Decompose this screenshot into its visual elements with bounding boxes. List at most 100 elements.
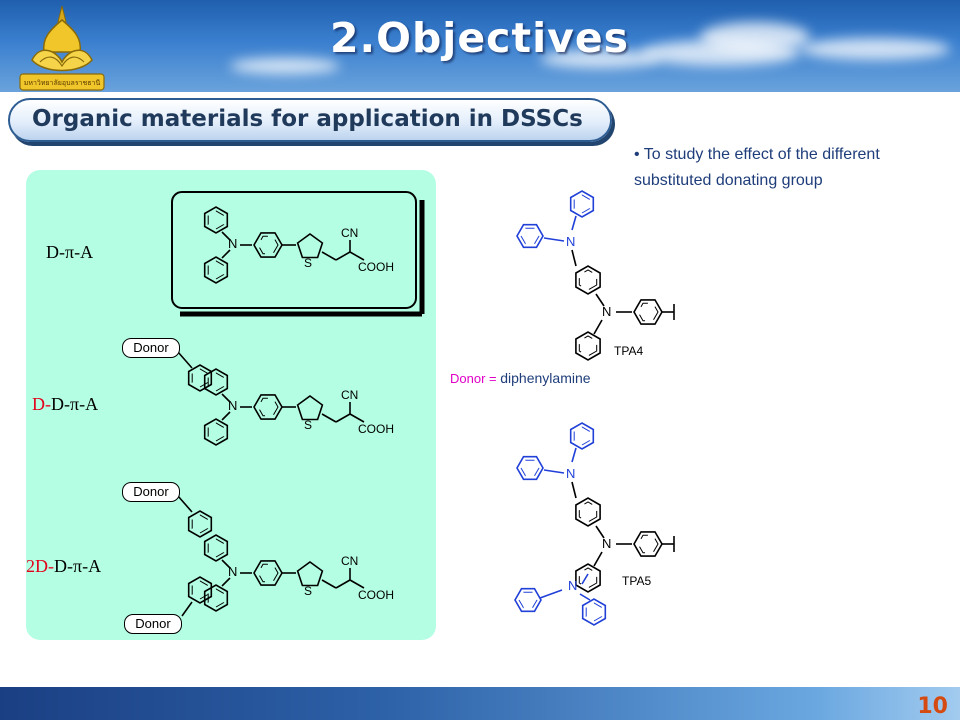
structures-panel bbox=[26, 170, 436, 640]
bond bbox=[321, 579, 337, 589]
label-part: π bbox=[65, 242, 75, 262]
tpa4-ring-a bbox=[569, 190, 595, 218]
donor-tag: Donor bbox=[122, 338, 180, 358]
bond bbox=[335, 251, 351, 261]
tpa5-ring-f-inner bbox=[518, 591, 538, 609]
donor-tag: Donor bbox=[124, 614, 182, 634]
atom-label: COOH bbox=[358, 260, 394, 274]
atom-label: N bbox=[228, 398, 238, 413]
tpa5-ring-a bbox=[569, 422, 595, 450]
bond bbox=[593, 319, 603, 335]
donor-bond bbox=[177, 495, 193, 513]
university-logo: มหาวิทยาลัยอุบลราชธานี bbox=[19, 5, 105, 91]
tpa5-ring-f bbox=[514, 587, 542, 613]
bond bbox=[349, 251, 365, 261]
slide-subtitle: Organic materials for application in DSS… bbox=[32, 106, 583, 132]
donor-value: diphenylamine bbox=[500, 370, 591, 386]
ddpia-phenyl-bottom bbox=[203, 418, 229, 446]
tpa5-ring-b bbox=[516, 455, 544, 481]
dpia-phenyl-bottom-inner bbox=[207, 260, 225, 280]
dpia-phenyl-top bbox=[203, 206, 229, 234]
bond bbox=[581, 573, 589, 585]
label-part: 2D- bbox=[26, 556, 54, 576]
bond bbox=[595, 293, 605, 307]
donor-label: Donor = bbox=[450, 371, 497, 386]
twoddpia-phenyl-top bbox=[203, 534, 229, 562]
twoddpia-phenyl-mid-inner bbox=[257, 563, 279, 583]
twoddpia-phenyl-mid bbox=[253, 560, 283, 586]
atom-label: N bbox=[566, 466, 576, 481]
atom-label: N bbox=[566, 234, 576, 249]
bond bbox=[571, 481, 577, 499]
twod-donor-ring-top-inner bbox=[191, 514, 209, 534]
dpia-phenyl-top-inner bbox=[207, 210, 225, 230]
donor-definition: Donor = diphenylamine bbox=[450, 370, 591, 386]
donor-bond bbox=[177, 351, 193, 369]
label-part: π bbox=[73, 556, 83, 576]
dpia-frame bbox=[171, 191, 417, 309]
objective-bullet: • To study the effect of the different s… bbox=[634, 142, 934, 194]
bond bbox=[221, 249, 231, 259]
label-part: -A bbox=[82, 556, 102, 576]
twoddpia-phenyl-bottom bbox=[203, 584, 229, 612]
tpa5-ring-g-inner bbox=[585, 602, 603, 622]
subtitle-banner: Organic materials for application in DSS… bbox=[8, 98, 612, 142]
atom-label: CN bbox=[341, 226, 359, 240]
atom-label: CN bbox=[341, 554, 359, 568]
atom-label: N bbox=[228, 236, 238, 251]
bond bbox=[593, 551, 603, 567]
label-d-pi-a: D-π-A bbox=[46, 242, 93, 263]
tpa4-ring-a-inner bbox=[573, 194, 591, 214]
dpia-phenyl-mid-inner bbox=[257, 235, 279, 255]
label-part: π bbox=[70, 394, 80, 414]
tpa5-ring-a-inner bbox=[573, 426, 591, 446]
bond bbox=[221, 231, 231, 241]
tpa5-ring-e-inner bbox=[578, 567, 598, 589]
donor-tag: Donor bbox=[122, 482, 180, 502]
ddpia-donor-ring bbox=[187, 364, 213, 392]
ddpia-phenyl-mid-inner bbox=[257, 397, 279, 417]
ddpia-phenyl-mid bbox=[253, 394, 283, 420]
atom-label: S bbox=[304, 256, 313, 270]
tpa5-ring-c bbox=[575, 497, 601, 527]
slide-title: 2.Objectives bbox=[330, 14, 630, 62]
bond bbox=[571, 447, 577, 463]
atom-label: N bbox=[602, 304, 612, 319]
tpa4-ring-e-inner bbox=[578, 335, 598, 357]
dpia-thiophene bbox=[296, 233, 324, 259]
bond bbox=[321, 251, 337, 261]
dpia-phenyl-bottom bbox=[203, 256, 229, 284]
bond bbox=[349, 579, 365, 589]
tpa4-ring-c bbox=[575, 265, 601, 295]
bond bbox=[571, 249, 577, 267]
tpa4-ring-c-inner bbox=[578, 269, 598, 291]
tpa4-ring-b-inner bbox=[520, 227, 540, 245]
tpa4-ring-d bbox=[633, 299, 663, 325]
footer-bar bbox=[0, 687, 960, 720]
bond bbox=[321, 413, 337, 423]
label-part: D- bbox=[32, 394, 51, 414]
bond bbox=[571, 215, 577, 231]
page-number: 10 bbox=[917, 694, 948, 719]
tpa5-ring-b-inner bbox=[520, 459, 540, 477]
header-banner bbox=[0, 0, 960, 92]
bullet-marker: • bbox=[634, 146, 644, 163]
twoddpia-thiophene bbox=[296, 561, 324, 587]
bullet-text: To study the effect of the different sub… bbox=[634, 146, 880, 189]
ddpia-phenyl-top bbox=[203, 368, 229, 396]
compound-label-tpa4: TPA4 bbox=[614, 344, 644, 358]
tpa5-ring-c-inner bbox=[578, 501, 598, 523]
tpa4-ring-e bbox=[575, 331, 601, 361]
bond bbox=[221, 577, 231, 587]
atom-label: COOH bbox=[358, 422, 394, 436]
bond bbox=[221, 393, 231, 403]
twod-donor-ring-top bbox=[187, 510, 213, 538]
bond bbox=[221, 559, 231, 569]
label-part: D- bbox=[46, 242, 65, 262]
tpa5-ring-e bbox=[575, 563, 601, 593]
bond bbox=[595, 525, 605, 539]
label-part: D- bbox=[51, 394, 70, 414]
label-part: -A bbox=[79, 394, 99, 414]
twod-donor-ring-bottom bbox=[187, 576, 213, 604]
